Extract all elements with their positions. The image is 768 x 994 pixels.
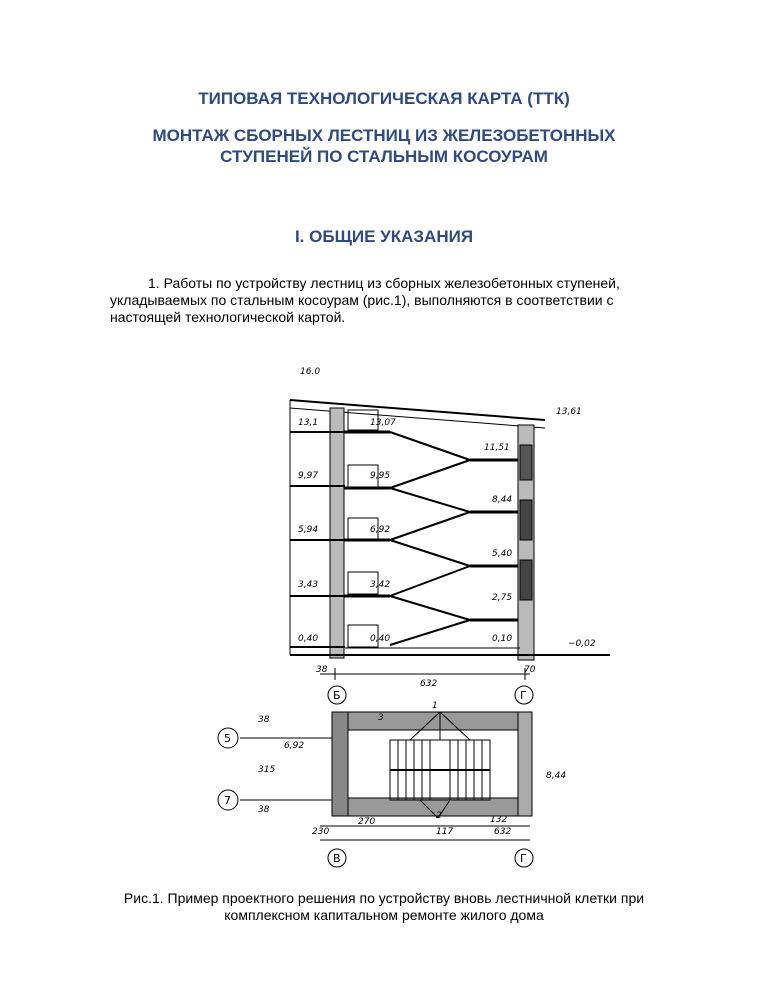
building-plan	[217, 711, 534, 868]
figure-drawing: 16.0 13,1 9,97 5,94 3,43 0,40 13,07 9,95…	[217, 367, 610, 868]
mark-label: 13,61	[556, 407, 582, 417]
callout-label: 2	[436, 811, 442, 821]
axis-label: В	[333, 852, 341, 865]
axis-label: 5	[224, 732, 231, 745]
mark-label: 0,40	[298, 634, 318, 644]
axis-label: Б	[333, 689, 341, 702]
mark-label: 3,43	[298, 580, 318, 590]
mark-label: 6,92	[370, 525, 390, 535]
mark-label: 6,92	[284, 741, 304, 751]
mark-label: 16.0	[300, 367, 320, 377]
dimension-label: 632	[420, 679, 437, 689]
mark-label: 2,75	[492, 593, 512, 603]
mark-label: 0,10	[492, 634, 512, 644]
callout-label: 1	[432, 701, 438, 711]
plan-labels: 5 7 В Г 6,92 8,44 38 315 38 270 117 132 …	[224, 701, 566, 865]
mark-label: −0,02	[568, 639, 596, 649]
subtitle-line-1: МОНТАЖ СБОРНЫХ ЛЕСТНИЦ ИЗ ЖЕЛЕЗОБЕТОННЫХ	[152, 126, 616, 145]
mark-label: 5,40	[492, 549, 512, 559]
dimension-label: 230	[312, 827, 329, 837]
mark-label: 8,44	[492, 495, 512, 505]
paragraph-line-1: 1. Работы по устройству лестниц из сборн…	[110, 275, 670, 292]
axis-label: Г	[520, 689, 527, 702]
dimension-label: 70	[524, 665, 536, 675]
caption-line-2: комплексном капитальном ремонте жилого д…	[224, 907, 544, 923]
document-subtitle: МОНТАЖ СБОРНЫХ ЛЕСТНИЦ ИЗ ЖЕЛЕЗОБЕТОННЫХ…	[0, 125, 768, 167]
paragraph-line-3: настоящей технологической картой.	[110, 309, 346, 325]
mark-label: 11,51	[484, 443, 510, 453]
mark-label: 9,97	[298, 471, 318, 481]
mark-label: 13,1	[298, 418, 318, 428]
mark-label: 9,95	[370, 471, 390, 481]
mark-label: 3,42	[370, 580, 390, 590]
mark-label: 0,40	[370, 634, 390, 644]
figure-caption: Рис.1. Пример проектного решения по устр…	[0, 890, 768, 924]
dimension-label: 38	[258, 805, 270, 815]
paragraph-text-1: 1. Работы по устройству лестниц из сборн…	[148, 275, 620, 291]
dimension-label: 270	[358, 817, 375, 827]
axis-label: Г	[520, 852, 527, 865]
mark-label: 13,07	[370, 418, 396, 428]
dimension-label: 632	[494, 827, 511, 837]
callout-label: 3	[378, 713, 384, 723]
section-heading: I. ОБЩИЕ УКАЗАНИЯ	[294, 227, 474, 246]
mark-label: 5,94	[298, 525, 318, 535]
section-labels: 16.0 13,1 9,97 5,94 3,43 0,40 13,07 9,95…	[298, 367, 596, 702]
dimension-label: 38	[258, 715, 270, 725]
dimension-label: 38	[316, 665, 328, 675]
dimension-label: 132	[490, 815, 507, 825]
dimension-label: 315	[258, 765, 275, 775]
mark-label: 8,44	[546, 771, 566, 781]
document-title: ТИПОВАЯ ТЕХНОЛОГИЧЕСКАЯ КАРТА (ТТК)	[198, 89, 570, 108]
caption-line-1: Рис.1. Пример проектного решения по устр…	[123, 890, 645, 906]
dimension-label: 117	[436, 827, 453, 837]
subtitle-line-2: СТУПЕНЕЙ ПО СТАЛЬНЫМ КОСОУРАМ	[220, 147, 548, 166]
axis-label: 7	[224, 794, 231, 807]
building-section	[289, 399, 610, 705]
paragraph-line-2: укладываемых по стальным косоурам (рис.1…	[110, 292, 614, 308]
